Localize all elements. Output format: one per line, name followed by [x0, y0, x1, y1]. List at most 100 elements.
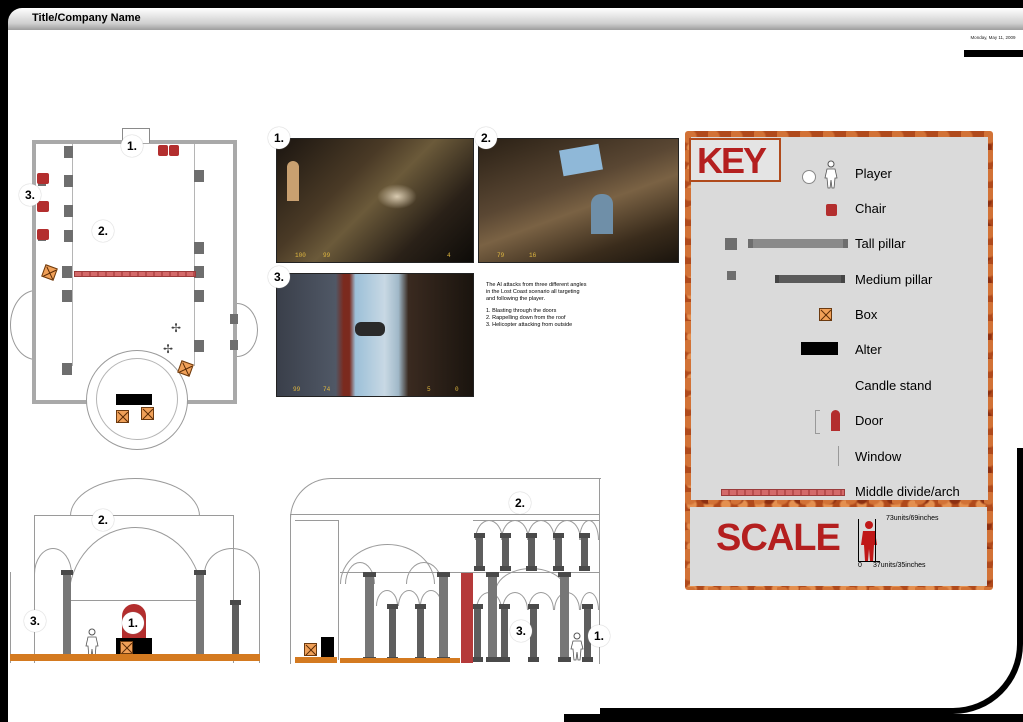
floor: [340, 658, 460, 663]
date-box: [964, 30, 1023, 57]
door-frame-icon: [815, 410, 820, 434]
pillar: [194, 340, 204, 352]
scale-title: SCALE: [716, 517, 841, 559]
tall-pillar: [363, 572, 376, 662]
page-title: Title/Company Name: [32, 12, 141, 24]
pillar: [230, 340, 238, 350]
roof-line: [34, 515, 234, 516]
player-icon: [802, 170, 816, 184]
scale-box: [690, 507, 987, 586]
left-aisle-line: [72, 144, 73, 366]
chair: [158, 145, 168, 156]
chair: [37, 201, 49, 212]
wall-line: [233, 515, 234, 663]
hud-reserve: 0: [455, 386, 459, 393]
scale-figure-icon: [858, 519, 880, 562]
medium-pillar-icon: [775, 275, 845, 283]
hud-armor: 74: [323, 386, 331, 393]
medium-pillar: [499, 604, 510, 662]
elev-marker-1: 1.: [588, 625, 610, 647]
medium-pillar-square-icon: [727, 271, 736, 280]
mid-line: [340, 572, 599, 573]
key-label-box: Box: [855, 307, 878, 322]
date-label: Monday, May 11, 2009: [970, 35, 1016, 40]
wall-line: [295, 520, 338, 521]
marker-1: 1.: [121, 135, 143, 157]
player-figure: [85, 628, 99, 659]
wall-line: [259, 572, 260, 663]
hud-health: 99: [293, 386, 301, 393]
key-inner: [691, 137, 988, 500]
screenshot-2: 79 16: [478, 138, 679, 263]
corner-frame: [600, 448, 1023, 714]
roof-arch: [70, 478, 200, 516]
medium-pillar: [582, 604, 593, 662]
box-icon: [819, 308, 832, 321]
skylight: [559, 143, 603, 177]
player-figure: [570, 632, 584, 661]
pillar: [64, 175, 73, 187]
marker-2: 2.: [92, 220, 114, 242]
scale-zero-label: 0: [858, 562, 862, 569]
medium-pillar: [415, 604, 426, 662]
medium-pillar: [500, 533, 511, 571]
scale-height-tick: [875, 519, 876, 561]
screenshot-3: 99 74 5 0: [276, 273, 474, 397]
medium-pillar: [528, 604, 539, 662]
key-label-divide-arch: Middle divide/arch: [855, 484, 960, 499]
wall-line: [338, 520, 339, 660]
hud-health: 79: [497, 252, 505, 259]
pillar: [62, 363, 72, 375]
right-aisle-line: [194, 144, 195, 366]
tall-pillar-square-icon: [725, 238, 737, 250]
pillar: [62, 266, 72, 278]
medium-pillar: [230, 600, 241, 660]
tall-pillar: [61, 570, 73, 660]
tall-pillar: [437, 572, 450, 662]
roof-line: [290, 514, 600, 515]
hud-armor: 99: [323, 252, 331, 259]
chair: [37, 229, 49, 240]
screenshot-1: 100 99 4: [276, 138, 474, 263]
candle-stand: ✢: [163, 342, 174, 356]
key-label-alter: Alter: [855, 342, 882, 357]
key-label-candle-stand: Candle stand: [855, 378, 932, 393]
door-icon: [831, 410, 840, 431]
window-icon: [838, 446, 839, 466]
smoke-light: [377, 184, 417, 209]
apse-inner-arc: [96, 358, 178, 440]
elev-marker-3: 3.: [24, 610, 46, 632]
medium-pillar: [553, 533, 564, 571]
pillar: [194, 266, 204, 278]
middle-divide: [461, 573, 473, 663]
left-frame: [0, 30, 8, 722]
key-title: KEY: [697, 140, 767, 181]
tall-pillar: [194, 570, 206, 660]
helicopter: [355, 322, 385, 336]
cross-line: [68, 600, 204, 601]
box: [141, 407, 154, 420]
key-label-chair: Chair: [855, 201, 887, 216]
title-bar: [8, 8, 1023, 30]
box: [304, 643, 317, 656]
hud-health: 100: [295, 252, 306, 259]
gallery-line: [473, 520, 599, 521]
description-item: 3. Helicopter attacking from outside: [486, 322, 573, 328]
chair: [169, 145, 179, 156]
pillar: [64, 230, 73, 242]
medium-pillar: [387, 604, 398, 662]
key-label-tall-pillar: Tall pillar: [855, 236, 906, 251]
wall-line: [599, 478, 600, 664]
marker-3: 3.: [19, 184, 41, 206]
box: [120, 641, 133, 654]
elev-marker-3: 3.: [510, 620, 532, 642]
alter: [116, 394, 152, 405]
candle-stand: ✢: [171, 321, 182, 335]
roof-curve: [290, 478, 601, 519]
screenshot-1-marker: 1.: [268, 127, 290, 149]
key-title-box: [689, 138, 781, 182]
floor: [10, 654, 260, 661]
pillar: [194, 170, 204, 182]
description-item: 1. Blasting through the doors: [486, 308, 557, 314]
key-label-window: Window: [855, 449, 902, 464]
